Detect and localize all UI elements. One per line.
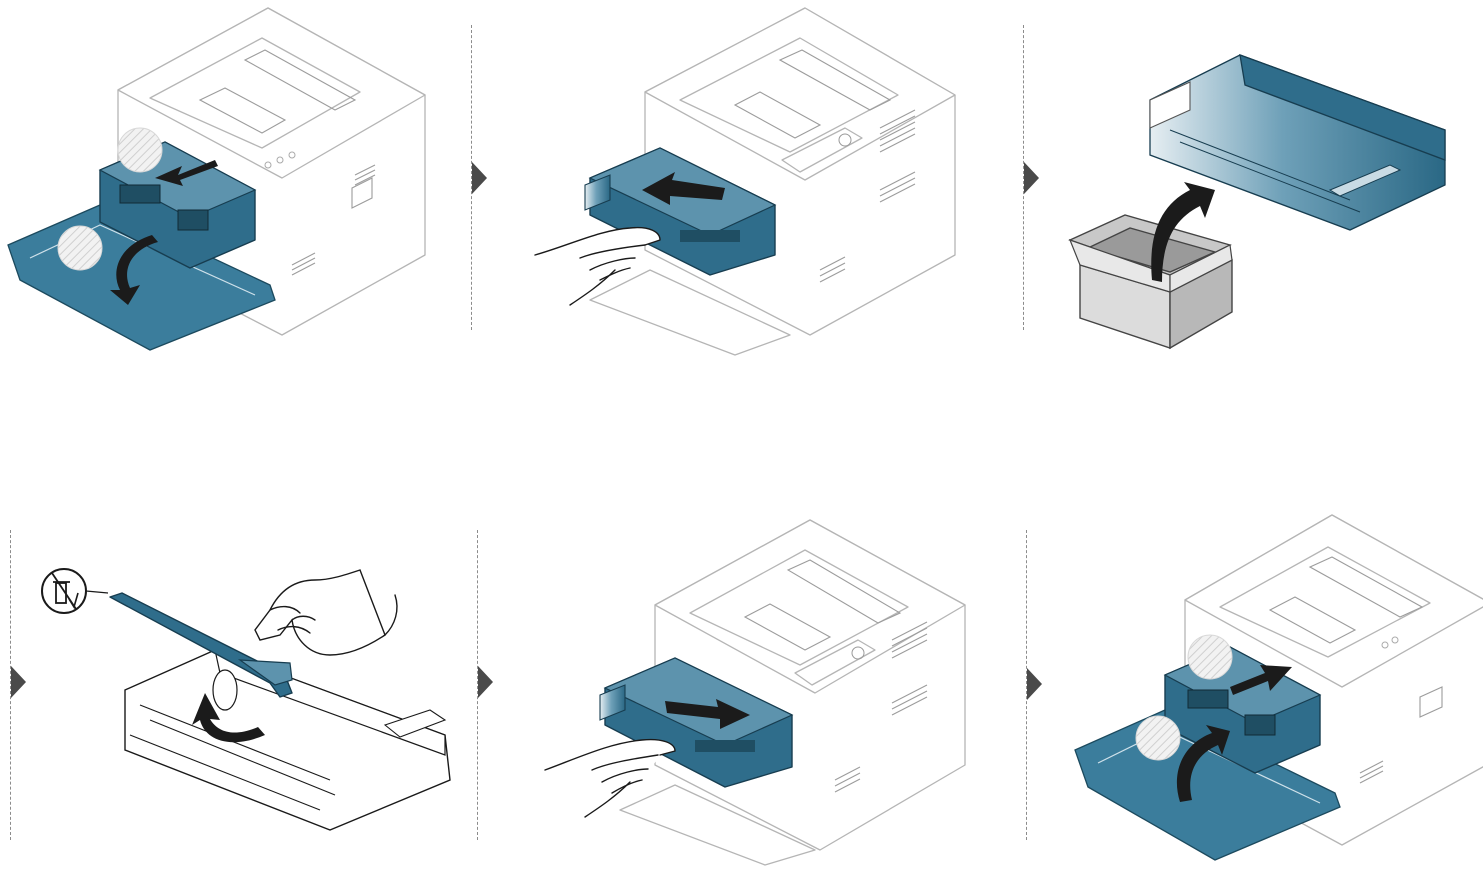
step-3-illustration [1060, 30, 1460, 360]
step-6-illustration [1070, 505, 1483, 865]
next-step-arrow-icon [1024, 162, 1039, 194]
hand-icon [255, 570, 397, 655]
next-step-arrow-icon [478, 666, 493, 698]
next-step-arrow-icon [472, 162, 487, 194]
step-2-illustration [520, 0, 970, 360]
step-4-illustration [30, 555, 470, 855]
step-1-illustration [0, 0, 465, 360]
step-5-illustration [530, 505, 980, 865]
box-icon [1070, 215, 1232, 348]
recycle-bin-icon [42, 569, 108, 613]
next-step-arrow-icon [1027, 668, 1042, 700]
next-step-arrow-icon [11, 666, 26, 698]
hatch-highlight [1136, 716, 1180, 760]
hatch-highlight [58, 226, 102, 270]
hatch-highlight [118, 128, 162, 172]
hatch-highlight [1188, 635, 1232, 679]
